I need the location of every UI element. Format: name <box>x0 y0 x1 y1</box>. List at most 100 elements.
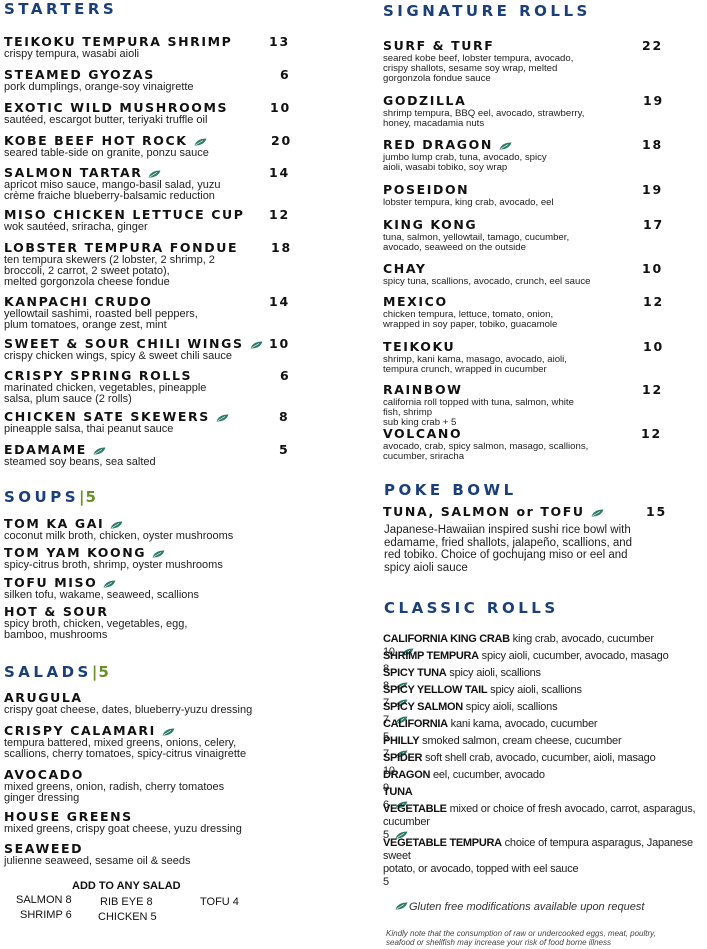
item-name: CHAY <box>383 261 673 276</box>
item-price: 18 <box>271 240 292 255</box>
item-price: 12 <box>269 207 290 222</box>
classic-roll-description: spicy aioli, scallions 8 <box>383 667 541 692</box>
leaf-icon <box>93 447 106 455</box>
leaf-icon <box>395 902 408 910</box>
item-name: SEAWEED <box>4 841 294 856</box>
item-description: tempura battered, mixed greens, onions, … <box>4 737 247 760</box>
classic-roll-name: SPICY SALMON <box>383 701 463 713</box>
item-price: 12 <box>641 426 662 441</box>
leaf-icon <box>194 138 207 146</box>
item-name: TOM YAM KOONG <box>4 545 294 560</box>
classic-roll-item: SPIDER soft shell crab, avocado, cucumbe… <box>383 752 707 778</box>
soups-title-text: SOUPS <box>4 488 80 506</box>
starters-title: STARTERS <box>4 0 118 18</box>
item-price: 18 <box>642 137 663 152</box>
soups-divider: | <box>79 488 86 506</box>
leaf-icon <box>499 142 512 150</box>
classic-roll-item: SHRIMP TEMPURA spicy aioli, cucumber, av… <box>383 650 707 676</box>
item-price: 10 <box>643 339 664 354</box>
item-price: 14 <box>269 294 290 309</box>
item-name-text: ARUGULA <box>4 690 83 705</box>
item-description: julienne seaweed, sesame oil & seeds <box>4 855 191 867</box>
leaf-icon <box>395 831 408 839</box>
item-description: mixed greens, crispy goat cheese, yuzu d… <box>4 823 242 835</box>
classic-roll-name: VEGETABLE <box>383 803 447 815</box>
leaf-icon <box>401 648 414 656</box>
poke-title: POKE BOWL <box>384 481 517 499</box>
leaf-icon <box>216 414 229 422</box>
signature-title: SIGNATURE ROLLS <box>383 2 591 20</box>
leaf-icon <box>395 699 408 707</box>
item-name-text: KING KONG <box>383 217 478 232</box>
classic-roll-description: choice of tempura asparagus, Japanese sw… <box>383 837 693 888</box>
item-description: spicy-citrus broth, shrimp, oyster mushr… <box>4 559 223 571</box>
item-description: apricot miso sauce, mango-basil salad, y… <box>4 179 221 202</box>
classic-roll-item: DRAGON eel, cucumber, avocado 9 <box>383 769 707 795</box>
item-name: HOT & SOUR <box>4 604 294 619</box>
item-price: 19 <box>642 182 663 197</box>
leaf-icon <box>148 170 161 178</box>
item-name: KANPACHI CRUDO <box>4 294 294 309</box>
classic-roll-item: CALIFORNIA kani kama, avocado, cucumber … <box>383 718 707 744</box>
leaf-icon <box>162 728 175 736</box>
item-name: RED DRAGON <box>383 137 673 152</box>
classic-roll-name: CALIFORNIA KING CRAB <box>383 633 510 645</box>
classic-roll-name: PHILLY <box>383 735 420 747</box>
classic-roll-name: CALIFORNIA <box>383 718 448 730</box>
item-name-text: TOM KA GAI <box>4 516 105 531</box>
item-price: 10 <box>642 261 663 276</box>
leaf-icon <box>591 509 604 517</box>
salads-price: 5 <box>98 663 113 681</box>
item-name: CHICKEN SATE SKEWERS <box>4 409 294 424</box>
leaf-icon <box>395 682 408 690</box>
item-description: crispy goat cheese, dates, blueberry-yuz… <box>4 704 253 716</box>
item-description: yellowtail sashimi, roasted bell peppers… <box>4 308 198 331</box>
item-price: 22 <box>642 38 663 53</box>
leaf-icon <box>395 801 408 809</box>
item-description: silken tofu, wakame, seaweed, scallions <box>4 589 200 601</box>
classic-roll-item: PHILLY smoked salmon, cream cheese, cucu… <box>383 735 707 761</box>
item-price: 10 <box>270 100 291 115</box>
item-name: KOBE BEEF HOT ROCK <box>4 133 294 148</box>
leaf-icon <box>395 750 408 758</box>
soups-price: 5 <box>85 488 100 506</box>
classic-roll-description: mixed or choice of fresh avocado, carrot… <box>383 803 696 841</box>
item-name-text: EDAMAME <box>4 442 87 457</box>
classic-roll-item: SPICY SALMON spicy aioli, scallions 7 <box>383 701 707 727</box>
item-name-text: CRISPY SPRING ROLLS <box>4 368 193 383</box>
item-name: CRISPY CALAMARI <box>4 723 294 738</box>
salads-title: SALADS|5 <box>4 663 112 681</box>
item-name-text: STEAMED GYOZAS <box>4 67 155 82</box>
item-name-text: TOFU MISO <box>4 575 98 590</box>
item-price: 6 <box>280 67 291 82</box>
item-name-text: AVOCADO <box>4 767 84 782</box>
item-price: 14 <box>269 165 290 180</box>
item-price: 6 <box>280 368 291 383</box>
item-price: 12 <box>642 382 663 397</box>
item-name: TEIKOKU TEMPURA SHRIMP <box>4 34 294 49</box>
leaf-icon <box>110 521 123 529</box>
classic-roll-description: kani kama, avocado, cucumber 5 <box>383 718 598 743</box>
item-description: wok sautéed, sriracha, ginger <box>4 221 148 233</box>
item-description: seared table-side on granite, ponzu sauc… <box>4 147 209 159</box>
item-description: lobster tempura, king crab, avocado, eel <box>383 197 554 208</box>
classic-roll-name: VEGETABLE TEMPURA <box>383 837 502 849</box>
item-name-text: SURF & TURF <box>383 38 495 53</box>
classic-roll-name: DRAGON <box>383 769 431 781</box>
item-price: 12 <box>643 294 664 309</box>
